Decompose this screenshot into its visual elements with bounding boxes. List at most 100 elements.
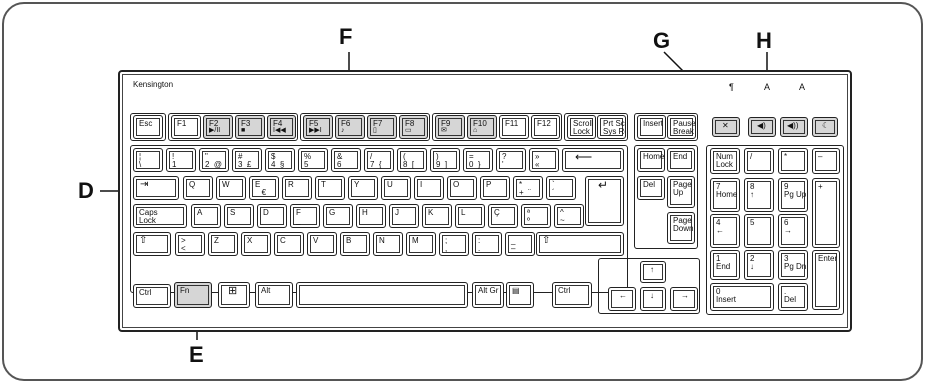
page-up-key[interactable]: Page Up [667,176,695,208]
number-row-key-4[interactable]: # 3 £ [232,148,262,172]
home-row-key-2[interactable]: S [224,204,254,228]
top-letter-row-key-3[interactable]: E € [249,176,279,200]
number-row-key-6[interactable]: % 5 [298,148,328,172]
number-row-key-1[interactable]: ¦ \ [133,148,163,172]
f3-key[interactable]: F3■ [235,115,265,139]
top-letter-row-key-11[interactable]: * + ¨ [513,176,543,200]
numpad-9-key[interactable]: 9 Pg Up [778,178,808,212]
delete-key[interactable]: Del [637,176,665,200]
left-alt-key[interactable]: Alt [255,282,293,308]
f7-key[interactable]: F7▯ [367,115,397,139]
print-screen-key[interactable]: Prt Sc Sys Rq [597,115,626,139]
number-row-key-3[interactable]: " 2 @ [199,148,229,172]
numpad-3-key[interactable]: 3 Pg Dn [778,250,808,280]
numpad-1-key[interactable]: 1 End [710,250,740,280]
numpad-5-key[interactable]: 5 [744,214,774,248]
top-letter-row-key-4[interactable]: R [282,176,312,200]
numpad-enter-key[interactable]: Enter [812,250,840,310]
bottom-letter-row-key-5[interactable]: V [307,232,337,256]
top-letter-row-key-2[interactable]: W [216,176,246,200]
volume-down-key[interactable]: ◀) [748,117,776,137]
f11-key[interactable]: F11 [499,115,529,139]
page-down-key[interactable]: Page Down [667,212,695,244]
top-letter-row-key-12[interactable]: ` ´ [546,176,576,200]
number-row-key-5[interactable]: $ 4 § [265,148,295,172]
numpad-star-key[interactable]: * [778,148,808,174]
number-row-key-8[interactable]: / 7 { [364,148,394,172]
numpad-8-key[interactable]: 8 ↑ [744,178,774,212]
pause-key[interactable]: Pause Break [667,115,696,139]
home-row-key-5[interactable]: G [323,204,353,228]
f6-key[interactable]: F6♪ [335,115,365,139]
left-arrow-key[interactable]: ← [608,287,636,311]
up-arrow-key[interactable]: ↑ [640,261,666,283]
top-letter-row-key-7[interactable]: U [381,176,411,200]
home-row-key-10[interactable]: Ç [488,204,518,228]
bottom-letter-row-key-11[interactable]: _ – [505,232,535,256]
number-row-key-10[interactable]: ) 9 ] [430,148,460,172]
bottom-letter-row-key-3[interactable]: X [241,232,271,256]
home-row-key-8[interactable]: K [422,204,452,228]
f5-key[interactable]: F5▶▶I [303,115,333,139]
f12-key[interactable]: F12 [531,115,560,139]
end-key[interactable]: End [667,148,695,172]
numpad-7-key[interactable]: 7 Home [710,178,740,212]
home-row-key-1[interactable]: A [191,204,221,228]
f9-key[interactable]: F9✉ [435,115,465,139]
home-row-key-7[interactable]: J _ [389,204,419,228]
top-letter-row-key-5[interactable]: T [315,176,345,200]
space-bar[interactable] [296,282,468,308]
f1-key[interactable]: F1 [171,115,201,139]
home-row-key-3[interactable]: D [257,204,287,228]
sleep-key[interactable]: ☾ [812,117,838,137]
numpad-2-key[interactable]: 2 ↓ [744,250,774,280]
right-arrow-key[interactable]: → [670,287,698,311]
top-letter-row-key-10[interactable]: P [480,176,510,200]
number-row-key-11[interactable]: = 0 } [463,148,493,172]
number-row-key-12[interactable]: ? ' [496,148,526,172]
top-letter-row-key-9[interactable]: O [447,176,477,200]
bottom-letter-row-key-10[interactable]: : . [472,232,502,256]
number-row-key-2[interactable]: ! 1 [166,148,196,172]
bottom-letter-row-key-9[interactable]: ; , [439,232,469,256]
top-letter-row-key-8[interactable]: I [414,176,444,200]
home-row-key-12[interactable]: ^ ~ [554,204,584,228]
fn-key[interactable]: Fn [174,282,212,308]
home-key[interactable]: Home [637,148,665,172]
backspace-key[interactable]: ⟵ [562,148,624,172]
f2-key[interactable]: F2▶/II [203,115,233,139]
f10-key[interactable]: F10⌂ [467,115,497,139]
volume-up-key[interactable]: ◀)) [780,117,808,137]
numpad-0-key[interactable]: 0 Insert [710,283,774,311]
f8-key[interactable]: F8▭ [399,115,428,139]
num-lock-key[interactable]: Num Lock [710,148,740,174]
windows-key[interactable]: ⊞ [218,282,250,308]
tab-key[interactable]: ⇥ [133,176,179,200]
top-letter-row-key-1[interactable]: Q [183,176,213,200]
scroll-lock-key[interactable]: Scroll Lock [567,115,596,139]
numpad-del-key[interactable]: . Del [778,283,808,311]
enter-key[interactable]: ↵ [585,176,624,226]
home-row-key-4[interactable]: F _ [290,204,320,228]
menu-key[interactable]: ▤ [506,282,534,308]
bottom-letter-row-key-4[interactable]: C [274,232,304,256]
bottom-letter-row-key-8[interactable]: M [406,232,436,256]
home-row-key-11[interactable]: ª º [521,204,551,228]
numpad-plus-key[interactable]: + [812,178,840,248]
bottom-letter-row-key-2[interactable]: Z [208,232,238,256]
caps-lock-key[interactable]: Caps Lock [133,204,187,228]
right-ctrl-key[interactable]: Ctrl [552,282,592,308]
numpad-6-key[interactable]: 6 → [778,214,808,248]
left-shift-key[interactable]: ⇧ [133,232,171,256]
bottom-letter-row-key-7[interactable]: N [373,232,403,256]
number-row-key-13[interactable]: » « [529,148,559,172]
home-row-key-9[interactable]: L [455,204,485,228]
number-row-key-9[interactable]: ( 8 [ [397,148,427,172]
alt-gr-key[interactable]: Alt Gr [472,282,504,308]
left-ctrl-key[interactable]: Ctrl [133,284,171,308]
down-arrow-key[interactable]: ↓ [640,287,666,311]
numpad-minus-key[interactable]: – [812,148,840,174]
esc-key[interactable]: Esc [133,115,163,139]
right-shift-key[interactable]: ⇧ [536,232,624,256]
